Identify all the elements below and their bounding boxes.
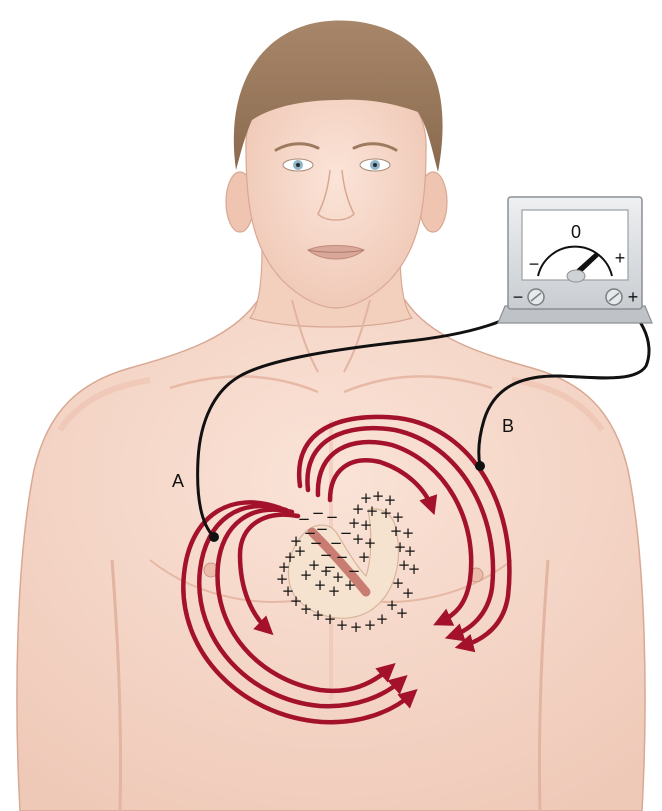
wire-a [196,295,538,539]
positive-charge: + [372,487,385,505]
positive-charge: + [320,562,333,580]
positive-charge: + [344,576,357,594]
label-a: A [172,471,184,491]
positive-charge: + [290,592,303,610]
positive-charge: + [390,522,403,540]
positive-charge: + [300,600,313,618]
heart-septum [307,527,371,597]
positive-charge: + [294,542,307,560]
positive-charge: + [404,542,417,560]
negative-charge: − [340,524,353,542]
meter-scale-arc [537,245,613,277]
terminal-minus-label: − [513,287,524,307]
positive-charge: + [290,532,303,550]
positive-charge: + [332,568,345,586]
positive-charge: + [276,570,289,588]
positive-charge: + [314,576,327,594]
positive-charge: + [348,514,361,532]
meter-needle [576,252,600,274]
positive-charge: + [398,556,411,574]
electric-field-lines [181,414,512,725]
negative-charge: − [324,558,337,576]
wires [196,295,651,539]
charge-signs: ++++++++++++++++++++++++++++++++++++++++… [276,487,421,636]
field-line-lower-1 [237,512,301,636]
positive-charge: + [352,500,365,518]
negative-charge: − [310,534,323,552]
positive-charge: + [386,596,399,614]
positive-charge: + [408,560,421,578]
positive-charge: + [384,491,397,509]
positive-charge: + [360,489,373,507]
positive-charge: + [312,606,325,624]
negative-charge: − [298,510,311,528]
meter-minus-label: − [529,254,540,274]
label-b: B [502,416,514,436]
positive-charge: + [300,566,313,584]
positive-charge: + [392,574,405,592]
positive-charge: + [336,616,349,634]
electrode-b [475,461,485,471]
field-line-lower-4 [181,500,418,725]
negative-charge: − [320,546,333,564]
electrode-a [209,532,219,542]
positive-charge: + [278,558,291,576]
voltmeter: 0 − + − + [497,196,653,324]
negative-charge: − [336,548,349,566]
positive-charge: + [352,530,365,548]
field-line-upper-2 [315,439,474,626]
wire-b [477,295,651,468]
field-line-lower-2 [215,507,396,694]
meter-plus-label: + [615,248,626,268]
negative-charge: − [312,504,325,522]
heart [287,508,400,619]
positive-charge: + [324,610,337,628]
field-line-lower-3 [197,503,408,709]
meter-zero-label: 0 [571,222,581,242]
head [225,20,448,309]
positive-charge: + [396,604,409,622]
negative-charge: − [304,524,317,542]
positive-charge: + [364,616,377,634]
terminal-plus-label: + [628,287,639,307]
positive-charge: + [394,538,407,556]
positive-charge: + [350,618,363,636]
field-line-upper-1 [327,458,438,516]
field-line-upper-3 [305,425,496,642]
positive-charge: + [282,582,295,600]
positive-charge: + [284,548,297,566]
positive-charge: + [308,556,321,574]
negative-charge: − [330,534,343,552]
positive-charge: + [376,610,389,628]
positive-charge: + [328,582,341,600]
negative-charge: − [326,508,339,526]
positive-charge: + [402,524,415,542]
meter-pivot [566,269,586,283]
positive-charge: + [360,516,373,534]
positive-charge: + [366,502,379,520]
positive-charge: + [364,534,377,552]
negative-charge: − [316,520,329,538]
negative-charge: − [348,562,361,580]
positive-charge: + [392,508,405,526]
positive-charge: + [380,504,393,522]
positive-charge: + [402,584,415,602]
field-line-upper-4 [296,414,512,653]
positive-charge: + [358,548,371,566]
